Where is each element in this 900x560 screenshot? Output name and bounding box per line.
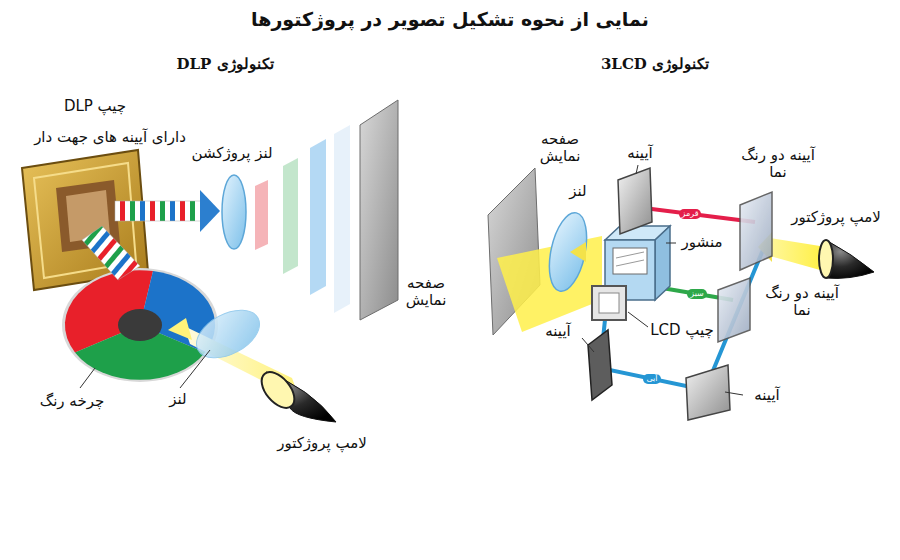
part-label: لامپ پروژکتور — [791, 209, 881, 226]
part-label: آیینه — [627, 145, 652, 162]
part-label: صفحه نمایش — [400, 275, 452, 310]
beam-label: آبی — [643, 374, 660, 384]
beam-label: سبز — [687, 289, 707, 299]
part-label: لامپ پروژکتور — [277, 435, 367, 452]
section-title: تکنولوژی 3LCD — [601, 56, 709, 73]
part-label: آیینه — [754, 387, 779, 404]
part-label: لنز — [169, 391, 186, 408]
section-title: تکنولوژی DLP — [176, 56, 273, 73]
part-label: چیپ DLP — [64, 98, 126, 115]
part-label: آیینه دو رنگ نما — [763, 285, 841, 320]
part-label: دارای آیینه های جهت دار — [34, 129, 186, 146]
beam-label: قرمز — [679, 209, 702, 219]
part-label: چرخه رنگ — [40, 393, 104, 410]
part-label: چیپ LCD — [650, 322, 714, 339]
part-label: لنز — [569, 183, 586, 200]
diagram-title: نمایی از نحوه تشکیل تصویر در پروژکتورها — [251, 9, 649, 31]
part-label: آیینه — [545, 323, 570, 340]
part-label: منشور — [682, 234, 723, 251]
part-label: آیینه دو رنگ نما — [739, 147, 817, 182]
part-label: لنز پروژکشن — [191, 145, 272, 162]
part-label: صفحه نمایش — [534, 131, 586, 166]
